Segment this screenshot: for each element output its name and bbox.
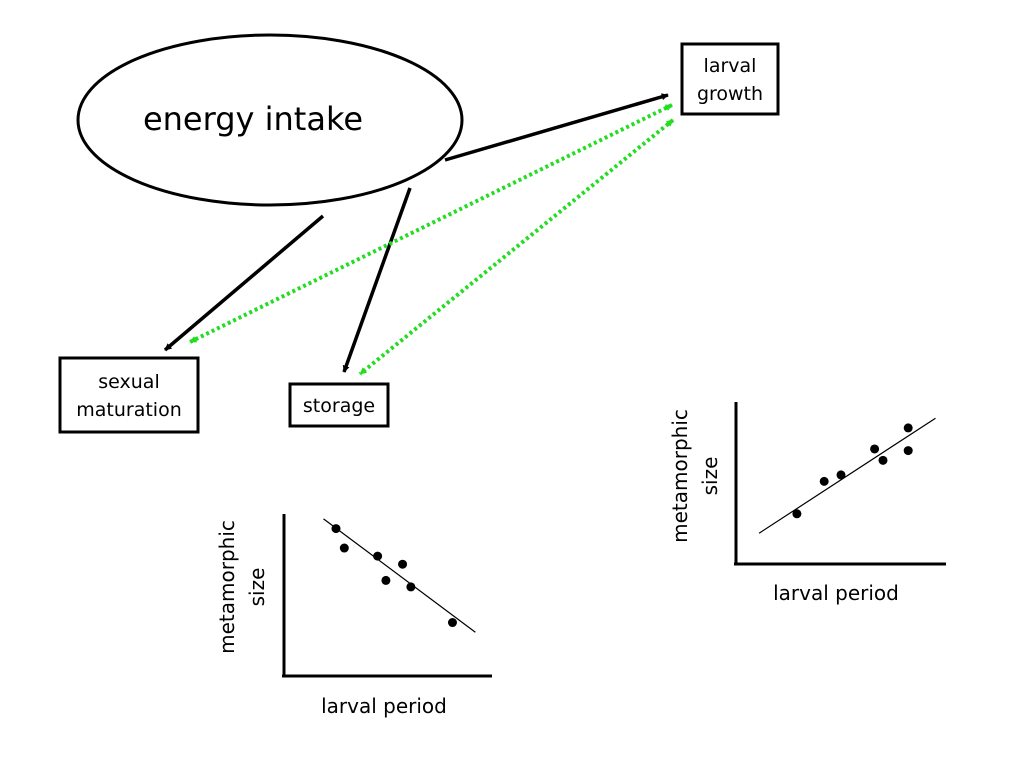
energy-intake-node: energy intake [76,33,464,207]
energy-intake-label: energy intake [143,100,363,138]
chart-0-y-label-line1: metamorphic [215,520,239,654]
chart-1-x-label: larval period [773,581,899,605]
chart-1-point-4 [878,455,888,465]
larval-growth-label-line2: growth [697,83,763,105]
chart-0-marks [323,518,476,633]
chart-0-point-3 [381,575,391,585]
chart-0-trendline [323,518,476,633]
storage-node: storage [288,382,390,428]
chart-0-point-4 [398,559,408,569]
sexual-maturation-label-line1: sexual [98,371,159,393]
chart-0-y-label-line2: size [245,568,269,607]
chart-1-point-1 [819,476,829,486]
scatter-plot-positive: larval period metamorphic size [668,402,946,605]
chart-1-point-2 [836,470,846,480]
chart-0-point-6 [447,618,457,628]
sexual-maturation-label-line2: maturation [76,399,182,421]
sexual-maturation-box [58,356,200,434]
chart-1-trendline [758,417,936,534]
arrow-to-storage [342,187,412,373]
chart-1-point-6 [903,446,913,456]
larval-growth-node: larval growth [680,42,780,116]
chart-0-point-2 [373,551,383,561]
chart-1-point-3 [870,444,880,454]
chart-1-point-0 [792,509,802,519]
chart-1-marks [758,417,936,534]
larval-growth-box [680,42,780,116]
chart-1-y-label-line1: metamorphic [668,409,692,543]
storage-label: storage [303,395,375,417]
chart-0-point-1 [339,543,349,553]
chart-1-point-5 [903,423,913,433]
chart-1-y-label-line2: size [698,457,722,496]
chart-0-point-5 [406,582,416,592]
arrow-to-sexual-maturation [163,214,325,352]
storage-box [288,382,390,428]
sexual-maturation-node: sexual maturation [58,356,200,434]
tradeoff-growth-storage [358,118,675,376]
larval-growth-label-line1: larval [704,55,757,77]
scatter-plot-negative: larval period metamorphic size [215,514,492,718]
chart-0-x-label: larval period [321,694,447,718]
chart-0-point-0 [331,524,341,534]
